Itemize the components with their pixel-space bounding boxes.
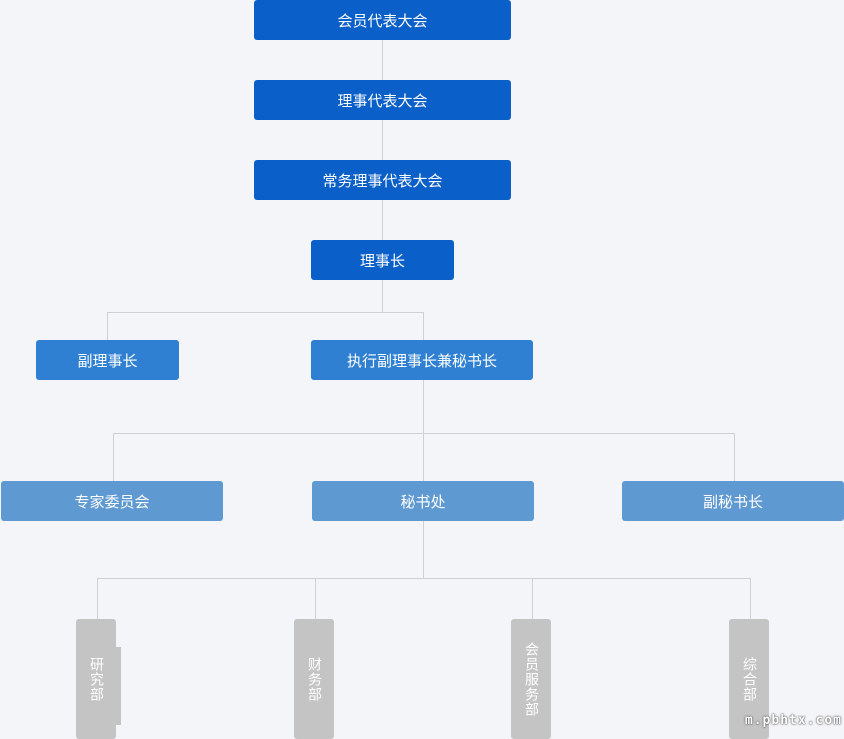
node-general-dept: 综合部 xyxy=(729,619,769,739)
node-council-congress: 理事代表大会 xyxy=(254,80,511,120)
node-chairman: 理事长 xyxy=(311,240,454,280)
node-exec-vice-chairman: 执行副理事长兼秘书长 xyxy=(311,340,533,380)
node-standing-council: 常务理事代表大会 xyxy=(254,160,511,200)
node-members-congress: 会员代表大会 xyxy=(254,0,511,40)
node-finance-dept: 财务部 xyxy=(294,619,334,739)
node-vice-chairman: 副理事长 xyxy=(36,340,179,380)
node-expert-committee: 专家委员会 xyxy=(1,481,223,521)
watermark-text: m.pbhtx.com xyxy=(744,713,842,728)
node-research-dept: 研究部 xyxy=(76,619,116,739)
node-secretariat: 秘书处 xyxy=(312,481,534,521)
node-member-service-dept: 会员服务部 xyxy=(511,619,551,739)
node-deputy-secretary: 副秘书长 xyxy=(622,481,844,521)
